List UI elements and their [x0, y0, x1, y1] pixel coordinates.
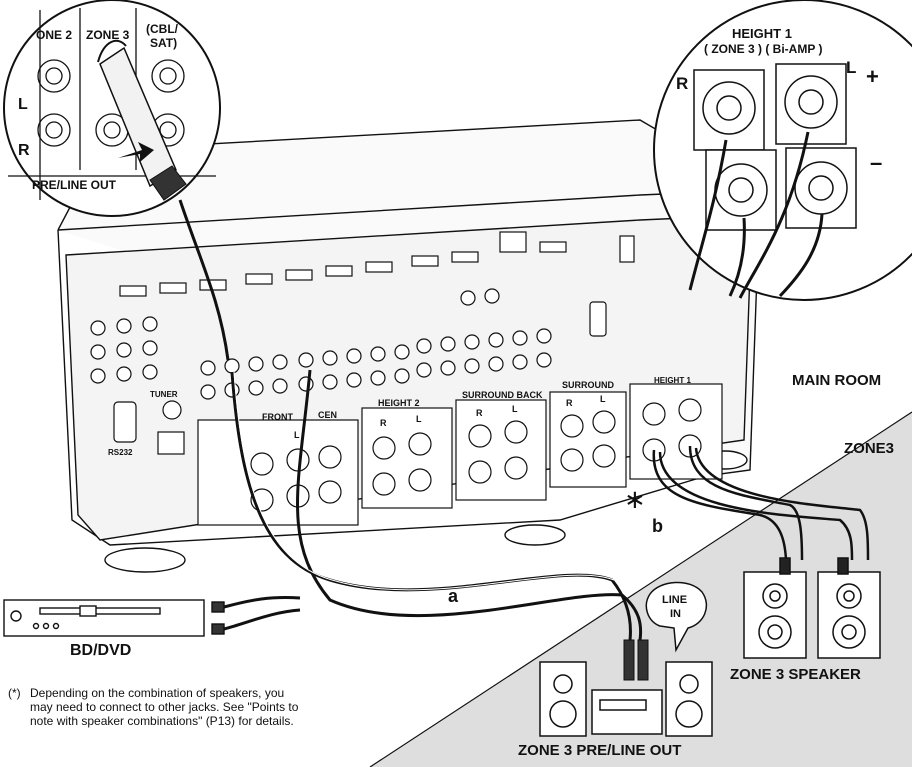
label-cable-a: a: [448, 586, 459, 606]
label-surround: SURROUND: [562, 380, 615, 390]
label-surround-back: SURROUND BACK: [462, 390, 543, 400]
label-height2-r: R: [380, 418, 387, 428]
zone-divider: [369, 411, 912, 767]
zone3-speakers: [743, 557, 881, 659]
label-bd-dvd: BD/DVD: [70, 642, 132, 659]
footnote-line-3: note with speaker combinations" (P13) fo…: [30, 714, 294, 728]
label-height2: HEIGHT 2: [378, 398, 420, 408]
label-zone3-jack: ZONE 3: [86, 28, 130, 42]
label-cbl-sat: (CBL/: [146, 22, 178, 36]
cable-a: [230, 369, 649, 681]
label-zone2-jack: ONE 2: [36, 28, 73, 42]
zone3-amplifier-set: [539, 661, 713, 737]
label-zoom-minus: –: [870, 150, 883, 175]
label-zone3-preout: ZONE 3 PRE/LINE OUT: [518, 742, 682, 759]
label-surround-back-r: R: [476, 408, 483, 418]
label-zoom-l: L: [846, 58, 857, 77]
label-height2-l: L: [416, 414, 422, 424]
label-front: FRONT: [262, 412, 293, 422]
line-in-bubble: [645, 581, 708, 653]
label-center: CEN: [318, 410, 338, 420]
bd-dvd-player: [3, 596, 301, 637]
label-cable-b: b: [652, 516, 663, 536]
label-zoom-r: R: [676, 74, 689, 93]
speaker-terminals: [197, 383, 723, 526]
footnote: (*) Depending on the combination of speak…: [8, 686, 368, 728]
label-tuner: TUNER: [150, 390, 178, 399]
label-surround-back-l: L: [512, 404, 518, 414]
label-cbl-sat-2: SAT): [150, 36, 178, 50]
label-jack-l: L: [18, 96, 28, 113]
zoom-terminals: [653, 0, 912, 301]
label-rs232: RS232: [108, 448, 133, 457]
label-line-in: LINE: [662, 594, 688, 606]
label-jack-r: R: [18, 142, 30, 159]
label-zone3-speaker: ZONE 3 SPEAKER: [730, 666, 861, 683]
label-zoom-plus: +: [866, 64, 879, 89]
label-pre-line-out: PRE/LINE OUT: [32, 178, 117, 192]
label-height1-small: HEIGHT 1: [654, 376, 691, 385]
footnote-mark: (*): [8, 686, 21, 700]
rs232-port: [113, 301, 607, 455]
footnote-line-2: may need to connect to other jacks. See …: [30, 700, 299, 714]
label-surround-l: L: [600, 394, 606, 404]
label-height1: HEIGHT 1: [732, 26, 792, 41]
label-asterisk: ∗: [624, 484, 646, 514]
hdmi-ports: [119, 231, 635, 297]
label-surround-r: R: [566, 398, 573, 408]
zoom-jacks: [3, 0, 230, 361]
label-front-l: L: [294, 430, 300, 440]
label-line-in-2: IN: [670, 608, 681, 620]
label-main-room: MAIN ROOM: [792, 372, 882, 389]
cable-b: [652, 445, 870, 561]
footnote-line-1: Depending on the combination of speakers…: [30, 686, 285, 700]
label-height1-sub: ( ZONE 3 ) ( Bi-AMP ): [704, 42, 823, 56]
label-zone3: ZONE3: [844, 440, 895, 457]
rca-jacks: [90, 288, 552, 400]
